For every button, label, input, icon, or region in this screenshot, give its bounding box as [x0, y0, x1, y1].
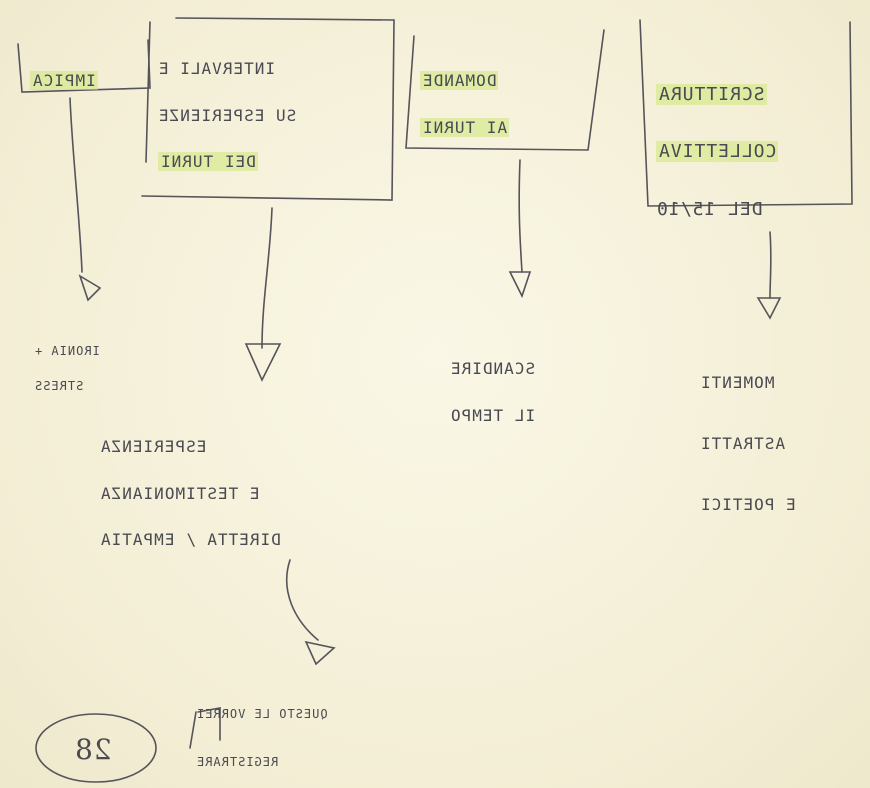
result-3-text: SCANDIRE IL TEMPO — [450, 334, 610, 450]
result-4-line-2: ASTRATTI — [700, 434, 786, 454]
final-line-2: REGISTRARE — [196, 755, 279, 769]
page-number-circle — [35, 713, 157, 783]
result-4-text: MOMENTI ASTRATTI E POETICI — [700, 338, 850, 551]
result-4-line-3: E POETICI — [700, 494, 796, 514]
arrow-2 — [261, 207, 273, 349]
result-3-line-2: IL TEMPO — [450, 405, 536, 425]
box-3-frame — [405, 29, 605, 151]
page-number: 28 — [74, 733, 112, 766]
arrowhead-3 — [508, 271, 532, 299]
arrow-1 — [69, 97, 83, 273]
arrowhead-5 — [304, 640, 336, 666]
result-2-line-1: ESPERIENZA — [100, 437, 207, 457]
result-1-text: IRONIA + STRESS — [34, 326, 164, 413]
box-4-line-1: SCRITTURA — [656, 83, 767, 105]
result-2-text: ESPERIENZA E TESTIMONIANZA DIRETTA / EMP… — [100, 412, 400, 574]
box-2-line-3: DEI TURNI — [158, 151, 258, 171]
box-2-line-1: INTERVALI E — [158, 59, 275, 79]
arrowhead-4 — [756, 297, 782, 320]
arrowhead-1 — [78, 274, 102, 302]
arrowhead-2 — [244, 343, 282, 382]
box-3-line-2: AI TURNI — [420, 117, 510, 137]
box-1-text: IMPICA — [30, 46, 98, 92]
arrow-5 — [285, 559, 319, 641]
result-4-line-1: MOMENTI — [700, 373, 775, 393]
arrow-4 — [769, 231, 772, 299]
final-text: QUESTO LE VORREI REGISTRARE — [196, 678, 436, 788]
box-2-text: INTERVALI E SU ESPERIENZE DEI TURNI — [158, 34, 388, 196]
box-4-line-2: COLLETTIVA — [656, 141, 779, 163]
box-1-line-1: IMPICA — [30, 71, 98, 91]
box-2-line-2: SU ESPERIENZE — [158, 105, 297, 125]
final-line-1: QUESTO LE VORREI — [196, 707, 328, 721]
result-1-line-2: STRESS — [34, 379, 84, 394]
arrow-3 — [518, 159, 523, 273]
result-2-line-2: E TESTIMONIANZA — [100, 483, 260, 503]
box-2-frame — [141, 17, 395, 201]
result-2-line-3: DIRETTA / EMPATIA — [100, 529, 281, 549]
box-3-text: DOMANDE AI TURNI — [420, 46, 600, 162]
bracket — [189, 707, 221, 749]
box-4-text: SCRITTURA COLLETTIVA DEL 15/10 — [656, 52, 846, 254]
box-4-frame — [639, 19, 853, 207]
result-3-line-1: SCANDIRE — [450, 359, 536, 379]
box-4-line-3: DEL 15/10 — [656, 198, 763, 220]
box-3-line-1: DOMANDE — [420, 71, 499, 91]
result-1-line-1: IRONIA + — [34, 344, 100, 359]
